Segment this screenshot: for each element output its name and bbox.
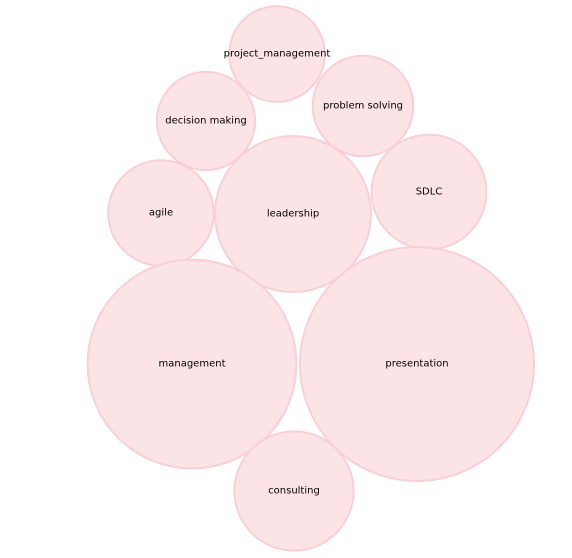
bubble-circle (233, 430, 355, 552)
bubble-circle (311, 54, 415, 158)
bubble-circle (155, 70, 257, 172)
bubble-circle (86, 258, 298, 470)
bubble-label: management (159, 359, 226, 370)
bubble-leadership: leadership (214, 135, 372, 293)
bubble-label: decision making (165, 116, 247, 127)
bubble-decision-making: decision making (155, 70, 257, 172)
bubble-label: presentation (385, 359, 448, 370)
bubble-presentation: presentation (299, 246, 535, 482)
bubble-project-management: project_management (224, 5, 331, 103)
bubble-label: project_management (224, 49, 331, 60)
bubble-circle (228, 5, 326, 103)
bubble-label: consulting (268, 486, 320, 497)
bubble-circle (299, 246, 535, 482)
bubble-label: SDLC (416, 187, 443, 198)
bubble-label: leadership (267, 209, 319, 220)
bubble-agile: agile (107, 159, 215, 267)
bubble-label: problem solving (323, 101, 403, 112)
bubble-consulting: consulting (233, 430, 355, 552)
bubble-problem-solving: problem solving (311, 54, 415, 158)
bubble-management: management (86, 258, 298, 470)
bubble-sdlc: SDLC (370, 133, 488, 251)
bubble-circle (214, 135, 372, 293)
bubble-label: agile (149, 208, 173, 219)
